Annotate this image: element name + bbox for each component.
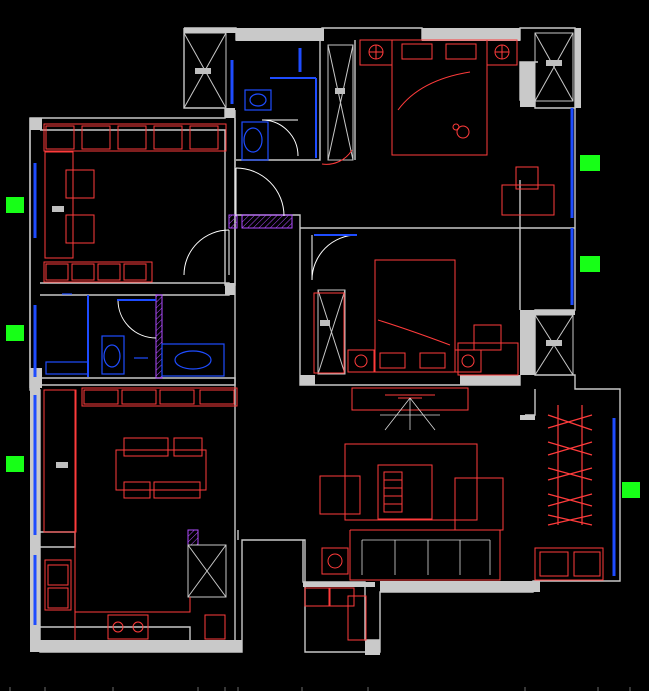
sofa-cushions bbox=[361, 397, 491, 575]
master-bedroom-furniture bbox=[359, 39, 555, 216]
hanger-rack bbox=[547, 405, 593, 526]
bathroom-walls bbox=[87, 77, 357, 377]
red-door-arc bbox=[321, 149, 353, 165]
doors bbox=[117, 119, 358, 339]
dimension-ticks bbox=[9, 687, 631, 691]
second-bedroom-furniture bbox=[313, 259, 519, 376]
bathroom-fixtures bbox=[45, 89, 272, 377]
study-furniture bbox=[43, 123, 227, 283]
hatched-partitions bbox=[155, 214, 293, 546]
dining-furniture bbox=[43, 387, 238, 640]
window-labels bbox=[6, 155, 640, 498]
solid-wall-blocks bbox=[30, 28, 581, 655]
windows bbox=[33, 48, 616, 625]
room-tags bbox=[52, 60, 562, 468]
